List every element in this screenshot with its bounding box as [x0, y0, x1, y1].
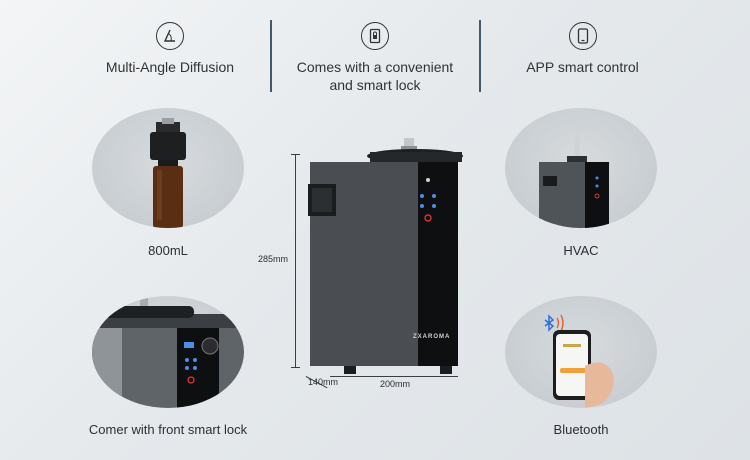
lock-detail-image [92, 296, 244, 408]
diffuser-device: ZXAROMA [300, 136, 470, 376]
divider [270, 20, 272, 92]
bottle-circle [92, 108, 244, 228]
hvac-caption: HVAC [563, 243, 599, 258]
capacity-caption: 800mL [148, 243, 188, 258]
phone-app-image [544, 314, 614, 408]
lock-circle [92, 296, 244, 408]
phone-icon [568, 22, 597, 50]
feature-label: Multi-Angle Diffusion [105, 59, 235, 75]
brand-label: ZXAROMA [413, 334, 451, 340]
width-label: 200mm [380, 379, 411, 389]
bluetooth-circle [505, 296, 657, 408]
diffuser-image [308, 138, 463, 374]
lock-icon [361, 22, 389, 50]
divider [479, 20, 481, 92]
depth-label: 140mm [308, 377, 339, 387]
bluetooth-caption: Bluetooth [553, 422, 609, 437]
feature-app-control: APP smart control [505, 22, 660, 76]
feature-label: Comes with a convenient and smart lock [296, 59, 454, 93]
feature-smart-lock: Comes with a convenient and smart lock [290, 22, 460, 94]
angle-icon [156, 22, 184, 50]
height-label: 285mm [258, 254, 289, 264]
bottle-image [150, 118, 186, 228]
feature-label: APP smart control [526, 59, 639, 75]
width-dimension-line [330, 376, 458, 377]
height-tick-top [291, 154, 300, 155]
hvac-circle [505, 108, 657, 228]
height-tick-bottom [291, 367, 300, 368]
height-dimension-line [295, 154, 296, 368]
hvac-image [539, 123, 609, 228]
feature-multi-angle: Multi-Angle Diffusion [95, 22, 245, 76]
lock-caption: Comer with front smart lock [88, 422, 248, 437]
